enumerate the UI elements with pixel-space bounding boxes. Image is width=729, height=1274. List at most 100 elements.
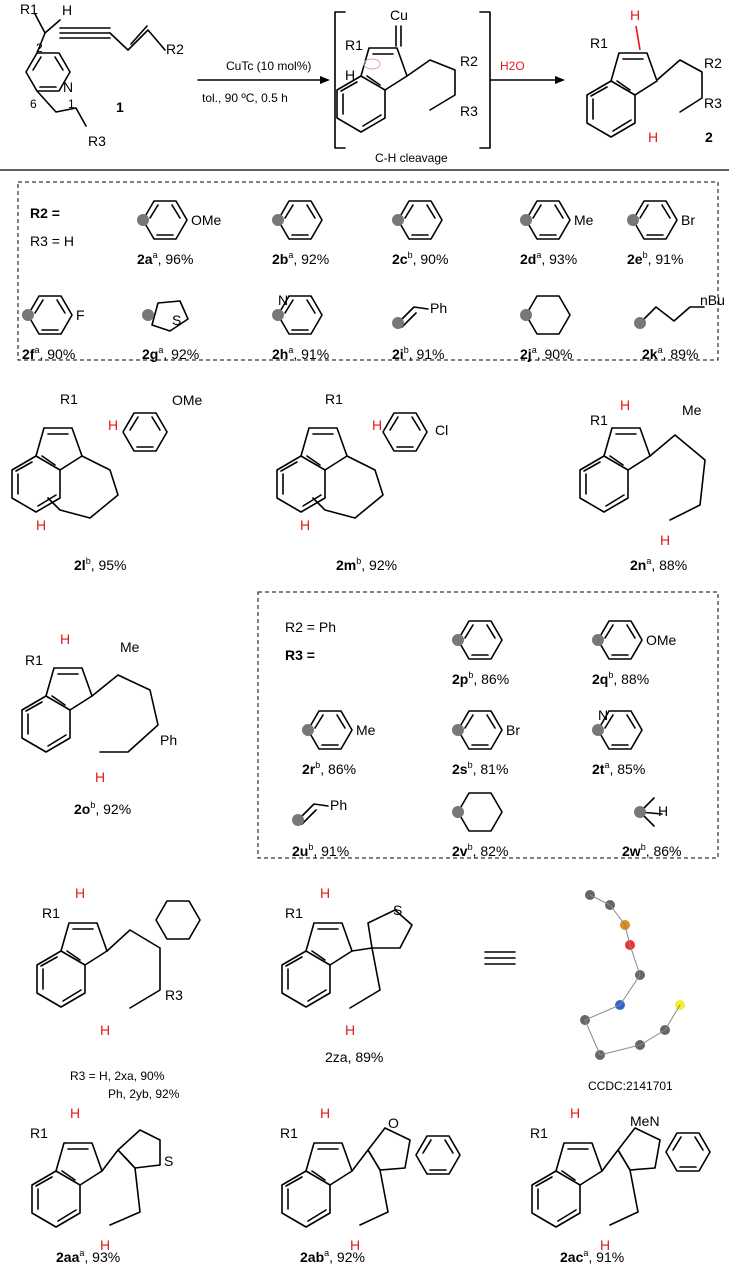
svg-text:C-H cleavage: C-H cleavage xyxy=(375,151,448,165)
substituent-label: Ph xyxy=(330,797,347,813)
scope-item-2v: 2vb, 82% xyxy=(452,792,508,859)
svg-text:2za, 89%: 2za, 89% xyxy=(325,1049,383,1065)
product-2: H R1 R2 R3 H 2 xyxy=(586,7,722,145)
svg-text:R2: R2 xyxy=(166,41,184,57)
svg-text:H: H xyxy=(350,1237,360,1253)
svg-text:Ph: Ph xyxy=(160,732,177,748)
attachment-point xyxy=(634,806,646,818)
svg-text:H: H xyxy=(630,7,640,23)
scope-item-2k: nBu 2ka, 89% xyxy=(634,292,725,362)
svg-text:Ph, 2yb, 92%: Ph, 2yb, 92% xyxy=(108,1087,180,1101)
svg-text:R1: R1 xyxy=(590,412,608,428)
compound-label: 2ka, 89% xyxy=(642,345,698,362)
svg-text:R2: R2 xyxy=(460,53,478,69)
svg-text:H: H xyxy=(372,417,382,433)
compound-label: 2fa, 90% xyxy=(22,345,75,362)
substituent-label: H xyxy=(658,803,668,819)
scope-item-2c: 2cb, 90% xyxy=(392,200,448,267)
svg-text:S: S xyxy=(164,1153,173,1169)
compound-label: 2pb, 86% xyxy=(452,670,509,687)
svg-text:O: O xyxy=(388,1115,399,1131)
svg-text:H: H xyxy=(70,1105,80,1121)
svg-text:R3: R3 xyxy=(460,103,478,119)
svg-text:R2: R2 xyxy=(704,55,722,71)
attachment-point xyxy=(627,214,639,226)
compound-label: 2ga, 92% xyxy=(142,345,199,362)
compound-label: 2wb, 86% xyxy=(622,842,682,859)
product-2o: H R1 Me Ph H 2ob, 92% xyxy=(21,631,177,817)
compound-label: 2cb, 90% xyxy=(392,250,448,267)
svg-text:2ob, 92%: 2ob, 92% xyxy=(74,800,131,817)
r3-box-header-r2: R2 = Ph xyxy=(285,619,336,635)
r3-scope-box xyxy=(257,591,719,859)
attachment-point xyxy=(137,214,149,226)
svg-text:R3: R3 xyxy=(704,95,722,111)
scope-item-2b: 2ba, 92% xyxy=(272,200,329,267)
product-2m: R1 H Cl H 2mb, 92% xyxy=(276,391,448,573)
substituent-label: OMe xyxy=(191,212,222,228)
attachment-point xyxy=(272,309,284,321)
starting-material-1: N 2 1 6 R1 H R2 R3 1 xyxy=(20,1,184,149)
svg-text:H: H xyxy=(100,1022,110,1038)
crystal-structure: CCDC:2141701 xyxy=(580,890,685,1093)
scope-item-2t: N 2ta, 85% xyxy=(592,707,645,777)
attachment-point xyxy=(392,317,404,329)
svg-text:1: 1 xyxy=(116,99,124,115)
attachment-point xyxy=(634,317,646,329)
svg-text:R3: R3 xyxy=(88,133,106,149)
svg-text:R1: R1 xyxy=(590,35,608,51)
svg-text:R1: R1 xyxy=(285,905,303,921)
attachment-point xyxy=(292,814,304,826)
svg-text:H: H xyxy=(108,417,118,433)
svg-text:H: H xyxy=(320,1105,330,1121)
svg-text:H: H xyxy=(570,1105,580,1121)
svg-text:R1: R1 xyxy=(25,652,43,668)
svg-text:H: H xyxy=(345,1022,355,1038)
reaction-arrow-1: CuTc (10 mol%) tol., 90 ºC, 0.5 h xyxy=(197,59,330,105)
r2-header: R2 = xyxy=(30,205,60,221)
svg-text:R3: R3 xyxy=(165,987,183,1003)
substituent-label: nBu xyxy=(700,292,725,308)
compound-label: 2ta, 85% xyxy=(592,760,645,777)
svg-text:Cu: Cu xyxy=(390,7,408,23)
product-2z: H R1 S H 2za, 89% xyxy=(281,885,413,1065)
svg-text:H: H xyxy=(75,885,85,901)
attachment-point xyxy=(592,724,604,736)
svg-text:tol., 90 ºC, 0.5 h: tol., 90 ºC, 0.5 h xyxy=(202,91,288,105)
substituent-label: OMe xyxy=(646,632,677,648)
svg-text:R1: R1 xyxy=(20,1,38,17)
svg-text:S: S xyxy=(393,902,402,918)
svg-text:2lb, 95%: 2lb, 95% xyxy=(74,556,127,573)
svg-text:H: H xyxy=(600,1237,610,1253)
product-2ac: H R1 MeN H 2aca, 91% xyxy=(530,1105,711,1265)
svg-text:CCDC:2141701: CCDC:2141701 xyxy=(588,1079,673,1093)
svg-text:Me: Me xyxy=(120,639,140,655)
svg-text:R1: R1 xyxy=(345,37,363,53)
substituent-label: N xyxy=(278,292,288,308)
svg-text:H: H xyxy=(60,631,70,647)
product-2x-2y: H R1 R3 H R3 = H, 2xa, 90% Ph, 2yb, 92% xyxy=(36,885,201,1101)
compound-label: 2ja, 90% xyxy=(520,345,573,362)
product-2aa: H R1 S H 2aaa, 93% xyxy=(30,1105,173,1265)
svg-text:R1: R1 xyxy=(60,391,78,407)
svg-text:H: H xyxy=(36,517,46,533)
compound-label: 2da, 93% xyxy=(520,250,577,267)
scope-item-2w: H 2wb, 86% xyxy=(622,797,682,859)
compound-label: 2ha, 91% xyxy=(272,345,329,362)
svg-text:2na, 88%: 2na, 88% xyxy=(630,556,687,573)
svg-text:Cl: Cl xyxy=(435,422,448,438)
substituent-label: N xyxy=(598,707,608,723)
product-2ab: H R1 O H 2aba, 92% xyxy=(280,1105,461,1265)
svg-text:2: 2 xyxy=(705,129,713,145)
svg-text:H: H xyxy=(62,2,72,18)
svg-text:R1: R1 xyxy=(30,1125,48,1141)
